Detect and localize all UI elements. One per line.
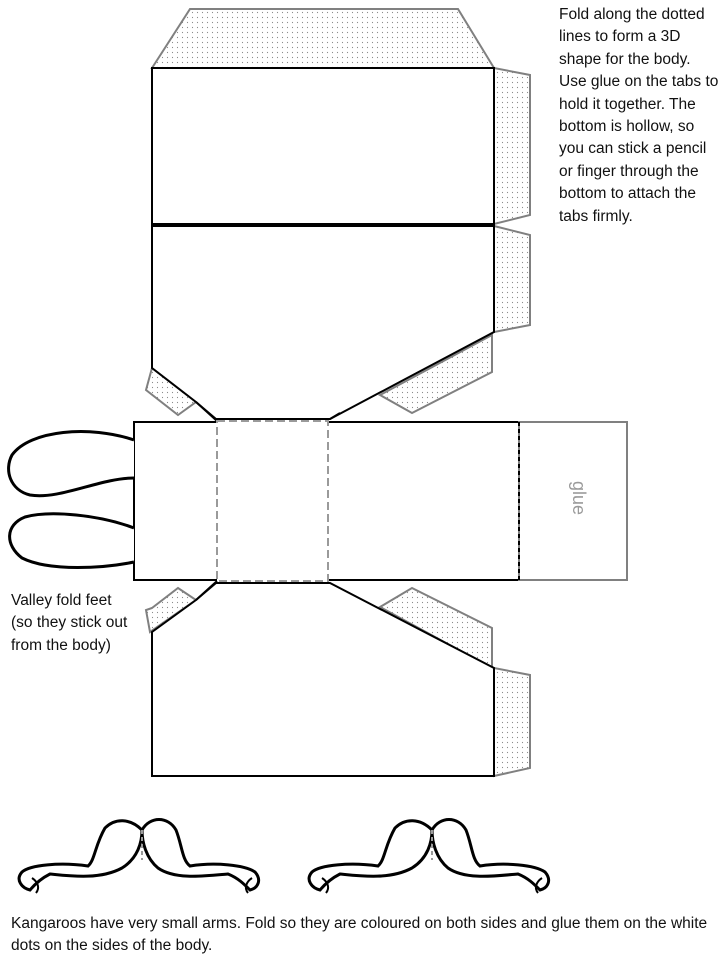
right-upper-chest-tab bbox=[377, 333, 493, 415]
lower-left-diagonal bbox=[195, 580, 218, 601]
glue-flap bbox=[518, 421, 628, 581]
arms-pair-left bbox=[17, 818, 261, 894]
arms-instructions: Kangaroos have very small arms. Fold so … bbox=[11, 915, 708, 955]
arm-right-b bbox=[430, 818, 551, 892]
fold-instructions: Fold along the dotted lines to form a 3D… bbox=[559, 6, 719, 225]
upper-right-diagonal bbox=[329, 412, 341, 420]
upper-right-side-tab bbox=[493, 66, 531, 226]
arm-left-a bbox=[17, 819, 144, 892]
foot-upper bbox=[7, 430, 135, 498]
upper-left-diagonal bbox=[195, 401, 218, 422]
arm-left-b bbox=[140, 818, 261, 892]
arm-right-a bbox=[307, 819, 434, 892]
top-head-tab bbox=[150, 8, 496, 69]
middle-right-side-tab bbox=[493, 224, 531, 334]
lower-body-panel bbox=[151, 582, 495, 777]
head-panel bbox=[151, 67, 495, 225]
feet-instructions: Valley fold feet (so they stick out from… bbox=[11, 592, 128, 654]
arms-pair-right bbox=[307, 818, 551, 894]
lower-right-side-tab bbox=[493, 666, 531, 778]
foot-lower bbox=[8, 512, 135, 569]
glue-label: glue bbox=[569, 481, 589, 515]
center-square bbox=[216, 420, 329, 582]
